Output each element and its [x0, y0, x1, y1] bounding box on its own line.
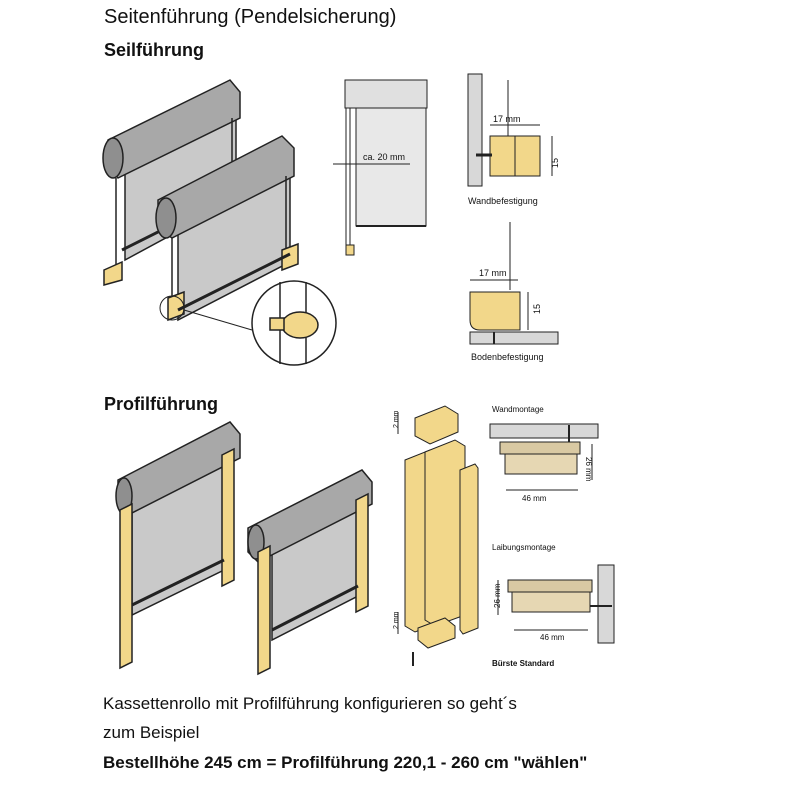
wandmontage-section: Wandmontage 26 mm 46 mm	[489, 405, 599, 503]
laibung-height-label: 26 mm	[493, 583, 502, 608]
wand-width-label: 46 mm	[522, 494, 547, 503]
detail-circle-illustration	[251, 280, 337, 366]
wall-mount-detail: 17 mm 15 Wandbefestigung	[467, 73, 560, 206]
profile-blind-right	[247, 469, 373, 676]
floor-height-label: 15	[532, 304, 542, 314]
small-dim-top: 2 mm	[393, 410, 400, 428]
laibung-width-label: 46 mm	[540, 633, 565, 642]
heading-seilfuehrung: Seilführung	[104, 40, 204, 60]
page-title: Seitenführung (Pendelsicherung)	[104, 6, 397, 28]
laibungsmontage-section: Laibungsmontage 26 mm 46 mm Bürste Stand…	[492, 543, 615, 668]
wall-height-label: 15	[550, 158, 560, 168]
wand-height-label: 26 mm	[584, 457, 593, 482]
brush-caption: Bürste Standard	[492, 659, 554, 668]
front-elevation-drawing: ca. 20 mm	[333, 79, 428, 256]
floor-caption: Bodenbefestigung	[471, 352, 544, 362]
profile-parts-exploded: 2 mm 2 mm	[393, 405, 479, 666]
example-formula: Bestellhöhe 245 cm = Profilführung 220,1…	[103, 753, 588, 772]
config-instruction-text: Kassettenrollo mit Profilführung konfigu…	[103, 694, 517, 713]
heading-profilfuehrung: Profilführung	[104, 394, 218, 414]
profile-blind-left	[115, 421, 241, 670]
example-label: zum Beispiel	[103, 723, 200, 742]
front-blind-illustration	[155, 135, 299, 331]
wall-caption: Wandbefestigung	[468, 196, 538, 206]
dim-ca-20mm: ca. 20 mm	[363, 152, 405, 162]
profilfuehrung-illustrations: 2 mm 2 mm Wandmontage 26 mm 46 mm Laibun…	[115, 405, 615, 676]
small-dim-bottom: 2 mm	[393, 611, 400, 629]
seilfuehrung-illustrations: ca. 20 mm 17 mm 15 Wandbefestigung 17 mm…	[102, 73, 560, 366]
wandmontage-caption: Wandmontage	[492, 405, 544, 414]
laibungsmontage-caption: Laibungsmontage	[492, 543, 556, 552]
wall-width-label: 17 mm	[493, 114, 521, 124]
floor-width-label: 17 mm	[479, 268, 507, 278]
floor-mount-detail: 17 mm 15 Bodenbefestigung	[469, 222, 559, 362]
